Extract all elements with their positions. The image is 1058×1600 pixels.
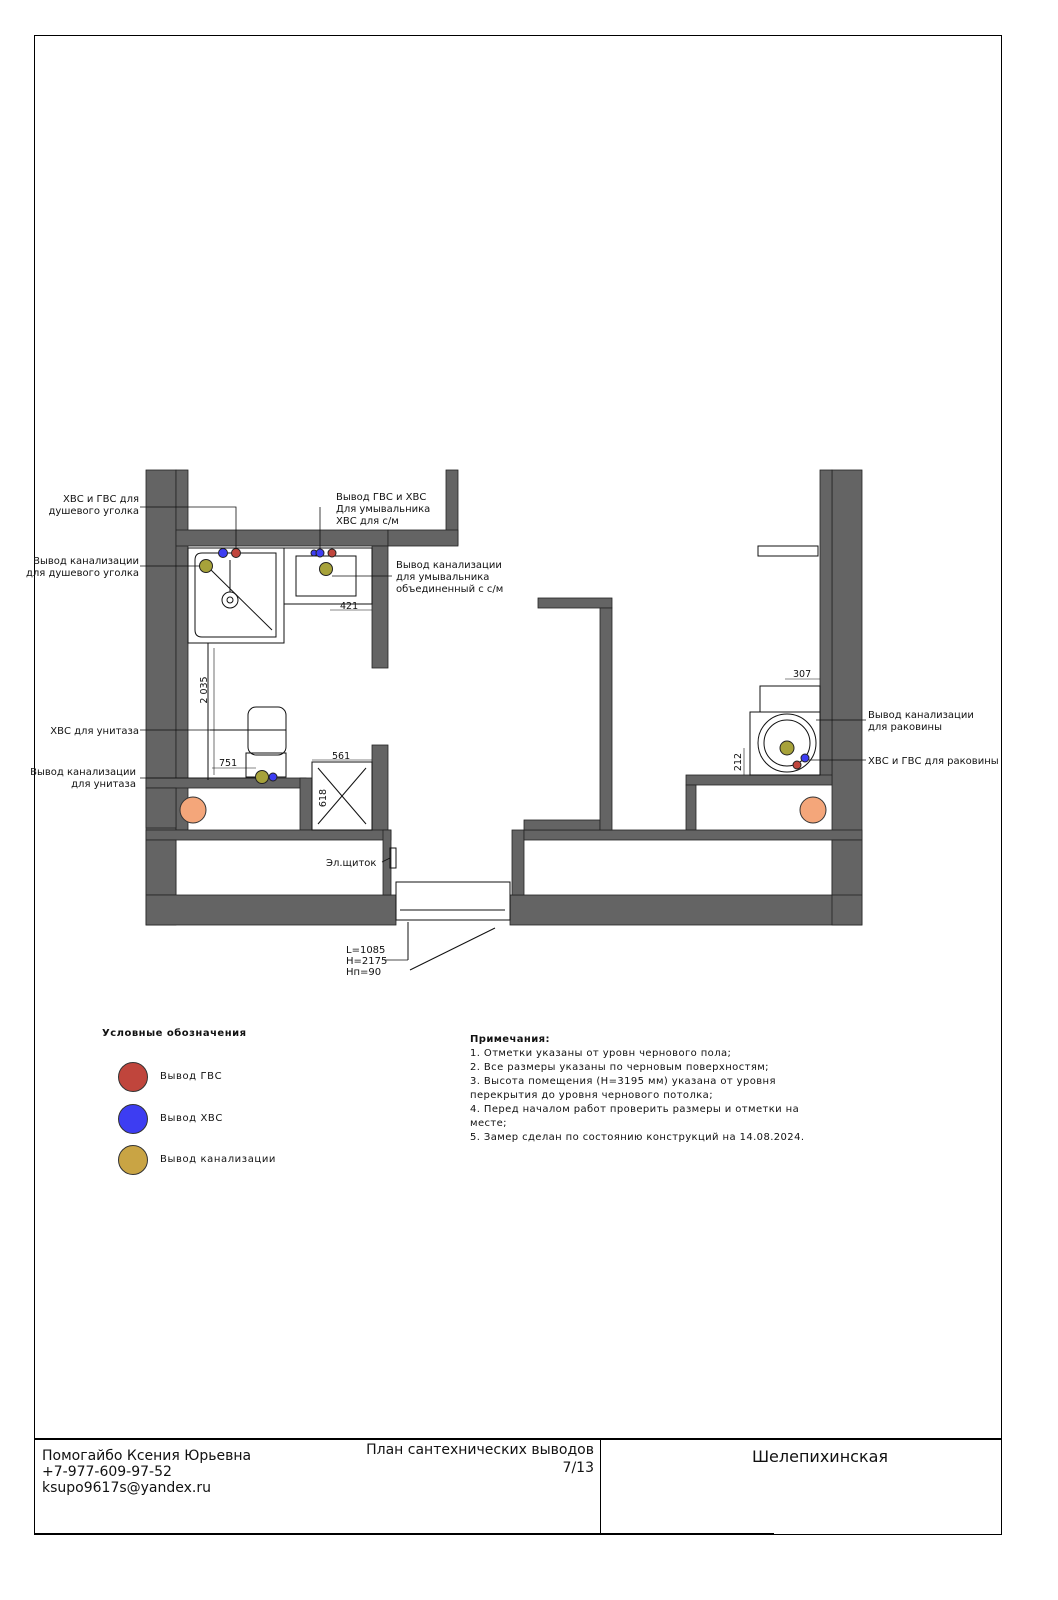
sheet-number: 7/13	[562, 1460, 594, 1476]
author-phone: +7-977-609-97-52	[42, 1464, 172, 1480]
dim-307: 307	[793, 669, 811, 680]
dim-2035: 2 035	[199, 676, 210, 703]
notes: Примечания: 1. Отметки указаны от уровн …	[470, 1033, 830, 1145]
walls	[145, 469, 863, 926]
legend-title: Условные обозначения	[102, 1028, 247, 1039]
legend-label: Вывод канализации	[160, 1154, 277, 1165]
project-name: Шелепихинская	[751, 1447, 889, 1466]
author-name: Помогайбо Ксения Юрьевна	[42, 1448, 252, 1464]
dim-212: 212	[733, 753, 744, 771]
legend-item-drain: Вывод канализации	[118, 1145, 358, 1179]
dim-751: 751	[219, 758, 237, 769]
label-toilet-supply: ХВС для унитаза	[50, 726, 139, 737]
leader-lines	[140, 506, 866, 961]
title-block-divider	[600, 1438, 601, 1535]
risers	[179, 796, 827, 824]
author-block: Помогайбо Ксения Юрьевна +7-977-609-97-5…	[42, 1448, 251, 1496]
note-item: 3. Высота помещения (Н=3195 мм) указана …	[470, 1076, 776, 1101]
legend-item-hot: Вывод ГВС	[118, 1062, 358, 1096]
legend-item-cold: Вывод ХВС	[118, 1104, 358, 1138]
label-sink-supply: ХВС и ГВС для раковины	[868, 756, 999, 767]
note-item: 5. Замер сделан по состоянию конструкций…	[470, 1132, 805, 1143]
sheet-title: План сантехнических выводов	[366, 1442, 594, 1458]
legend: Условные обозначения Вывод ГВС Вывод ХВС…	[102, 1028, 362, 1178]
outlets	[199, 548, 810, 784]
notes-title: Примечания:	[470, 1034, 550, 1045]
author-email: ksupo9617s@yandex.ru	[42, 1480, 212, 1496]
drain-icon	[118, 1145, 148, 1175]
label-panel: Эл.щиток	[326, 858, 376, 869]
legend-label: Вывод ХВС	[160, 1113, 223, 1124]
note-item: 2. Все размеры указаны по черновым повер…	[470, 1062, 769, 1073]
dim-561: 561	[332, 751, 350, 762]
title-block-border	[34, 1438, 1002, 1440]
dim-421: 421	[340, 601, 358, 612]
cold-water-icon	[118, 1104, 148, 1134]
fixtures	[187, 545, 821, 971]
legend-label: Вывод ГВС	[160, 1071, 223, 1082]
sheet-info: План сантехнических выводов 7/13	[360, 1441, 594, 1477]
note-item: 1. Отметки указаны от уровн чернового по…	[470, 1048, 732, 1059]
hot-water-icon	[118, 1062, 148, 1092]
dimension-lines	[212, 609, 820, 775]
note-item: 4. Перед началом работ проверить размеры…	[470, 1104, 800, 1129]
dim-618: 618	[318, 789, 329, 807]
title-block-bottom	[34, 1533, 774, 1535]
